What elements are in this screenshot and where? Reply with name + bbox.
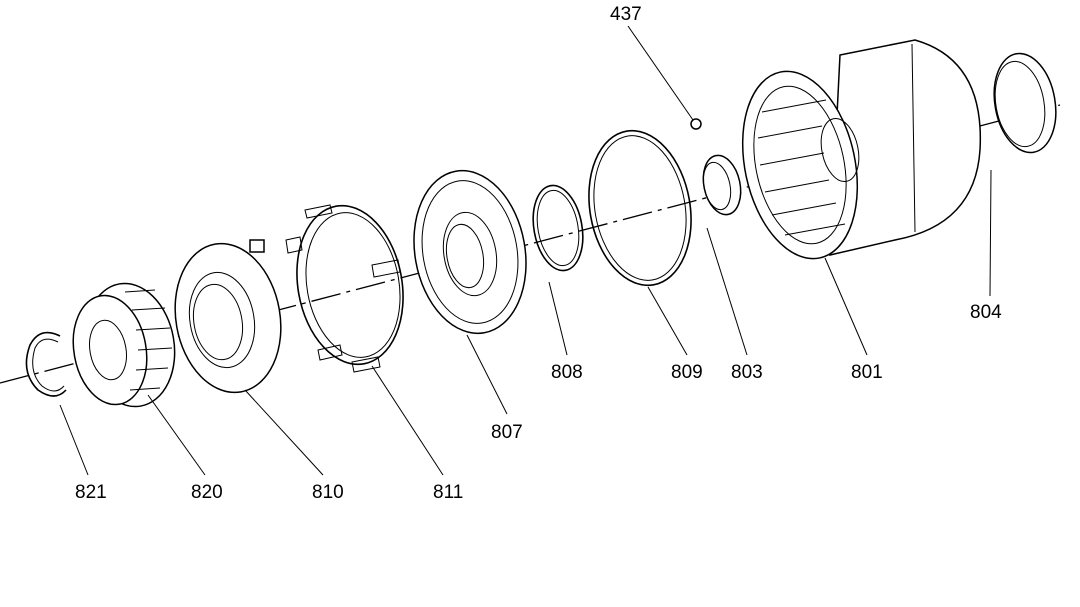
callout-801: 801 [851, 362, 883, 383]
leader-820 [147, 394, 206, 476]
part-821-snap-ring [25, 331, 67, 397]
callout-807: 807 [491, 422, 523, 443]
callout-820: 820 [191, 482, 223, 503]
leader-809 [647, 286, 688, 356]
leader-807 [466, 334, 508, 415]
part-808-seal [532, 184, 584, 272]
leader-811 [371, 365, 444, 476]
leader-810 [244, 389, 324, 476]
leader-801 [824, 257, 868, 356]
callout-803: 803 [731, 362, 763, 383]
callout-811: 811 [433, 482, 463, 503]
callout-437: 437 [610, 4, 642, 25]
part-807-piston [413, 169, 527, 335]
callout-labels: 437 804 808 809 803 801 807 821 820 810 … [75, 4, 1002, 503]
part-810-housing [174, 239, 282, 394]
callout-804: 804 [970, 302, 1002, 323]
part-803-bushing [702, 154, 742, 216]
leader-821 [59, 404, 89, 476]
callout-809: 809 [671, 362, 703, 383]
leader-804 [989, 169, 992, 297]
part-820-spring-assembly [72, 282, 176, 408]
callout-810: 810 [312, 482, 344, 503]
leader-lines [59, 25, 992, 476]
part-437-ball [690, 118, 702, 130]
leader-808 [548, 281, 568, 356]
part-801-drum [741, 39, 982, 260]
part-811-retainer [285, 204, 404, 373]
leader-437 [627, 25, 694, 121]
part-809-seal [588, 129, 692, 287]
leader-803 [706, 227, 748, 356]
callout-808: 808 [551, 362, 583, 383]
part-804-ring [993, 52, 1057, 154]
callout-821: 821 [75, 482, 107, 503]
part-810-pin [249, 239, 265, 253]
